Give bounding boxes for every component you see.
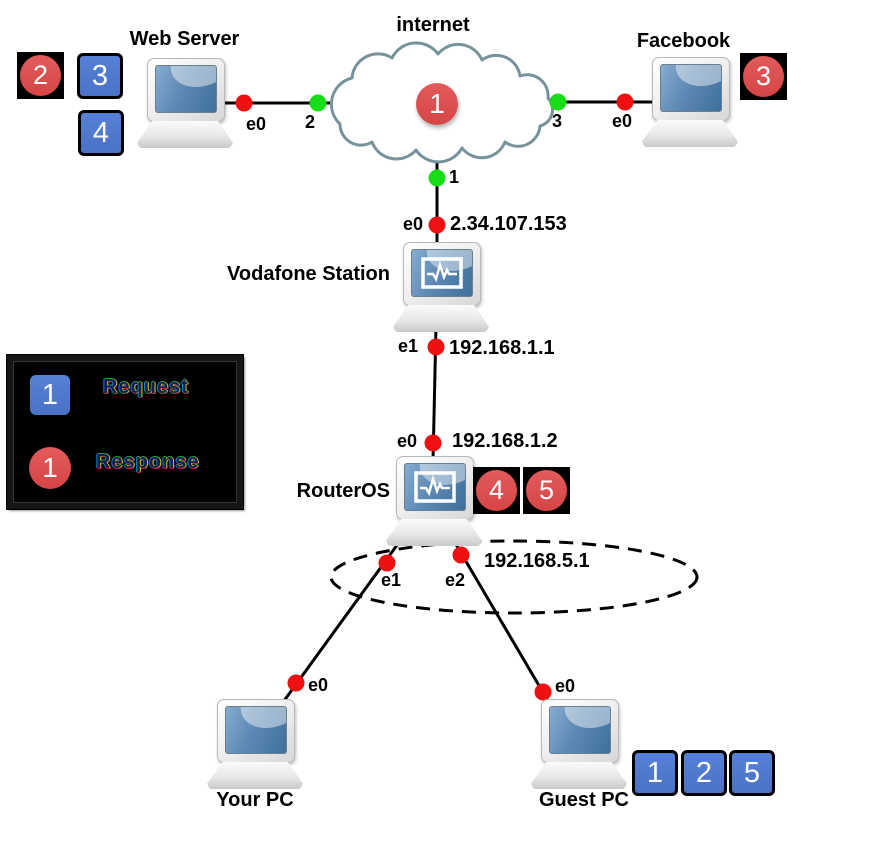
monitor-icon xyxy=(541,699,619,763)
port-dot-internet-2 xyxy=(309,94,327,112)
legend-request-badge: 1 xyxy=(30,375,70,415)
port-label-yourpc-e0: e0 xyxy=(308,675,329,695)
port-dot-yourpc-e0 xyxy=(287,674,305,692)
port-label-internet-2: 2 xyxy=(305,112,316,132)
base xyxy=(531,762,627,789)
screen xyxy=(549,706,611,754)
port-dot-internet-1 xyxy=(428,169,446,187)
screen xyxy=(411,249,473,297)
badge-request-webserver-4: 4 xyxy=(78,110,124,156)
badge-request-webserver-3: 3 xyxy=(77,53,123,99)
device-your-pc[interactable] xyxy=(207,699,303,791)
port-label-vodafone-e1: e1 xyxy=(398,336,419,356)
port-label-internet-1: 1 xyxy=(449,167,460,187)
ip-label-lan-subnet: 192.168.5.1 xyxy=(484,550,590,572)
monitor-icon xyxy=(217,699,295,763)
link-routeros-guestpc xyxy=(452,540,553,707)
label-web-server: Web Server xyxy=(129,28,240,50)
legend-request-label: Request xyxy=(103,376,189,398)
badge-response-facebook-3: 3 xyxy=(740,53,787,100)
port-dot-vodafone-e1 xyxy=(427,338,445,356)
ip-label-routeros-wan: 192.168.1.2 xyxy=(452,430,558,452)
monitor-icon xyxy=(652,57,730,121)
device-facebook[interactable] xyxy=(642,57,738,149)
port-dot-facebook-e0 xyxy=(616,93,634,111)
base xyxy=(386,519,482,546)
screen xyxy=(155,65,217,113)
ip-label-vodafone-lan: 192.168.1.1 xyxy=(449,337,555,359)
device-vodafone-station[interactable] xyxy=(393,242,489,334)
port-dot-vodafone-e0 xyxy=(428,216,446,234)
port-label-routeros-e0: e0 xyxy=(397,431,418,451)
port-dot-routeros-e2 xyxy=(452,546,470,564)
label-your-pc: Your PC xyxy=(216,789,294,811)
monitor-icon xyxy=(147,58,225,122)
base xyxy=(642,120,738,147)
legend-box: 1 1 xyxy=(6,354,244,510)
port-dot-guestpc-e0 xyxy=(534,683,552,701)
badge-response-internet-1: 1 xyxy=(416,83,458,125)
port-label-internet-3: 3 xyxy=(552,111,563,131)
legend-response-label: Response xyxy=(96,451,200,473)
screen xyxy=(404,463,466,511)
waveform-icon xyxy=(421,257,463,289)
badge-request-guestpc-2: 2 xyxy=(681,750,727,796)
port-label-vodafone-e0: e0 xyxy=(403,214,424,234)
badge-response-routeros-4: 4 xyxy=(473,467,520,514)
port-dot-internet-3 xyxy=(549,93,567,111)
label-guest-pc: Guest PC xyxy=(538,789,630,811)
port-dot-webserver-e0 xyxy=(235,94,253,112)
legend-response-badge: 1 xyxy=(29,447,71,489)
monitor-icon xyxy=(396,456,474,520)
screen xyxy=(225,706,287,754)
port-dot-routeros-e0 xyxy=(424,434,442,452)
label-vodafone-station: Vodafone Station xyxy=(227,263,390,285)
port-label-routeros-e2: e2 xyxy=(445,570,466,590)
screen xyxy=(660,64,722,112)
ip-label-vodafone-wan: 2.34.107.153 xyxy=(450,213,567,235)
port-label-routeros-e1: e1 xyxy=(381,570,402,590)
device-guest-pc[interactable] xyxy=(531,699,627,791)
label-facebook: Facebook xyxy=(636,30,731,52)
device-routeros[interactable] xyxy=(386,456,482,548)
port-dot-routeros-e1 xyxy=(378,554,396,572)
label-internet: internet xyxy=(396,14,470,36)
base xyxy=(207,762,303,789)
badge-request-guestpc-5: 5 xyxy=(729,750,775,796)
base xyxy=(137,121,233,148)
device-web-server[interactable] xyxy=(137,58,233,150)
waveform-icon xyxy=(414,471,456,503)
port-label-webserver-e0: e0 xyxy=(246,114,267,134)
port-label-guestpc-e0: e0 xyxy=(555,676,576,696)
badge-response-webserver-2: 2 xyxy=(17,52,64,99)
monitor-icon xyxy=(403,242,481,306)
lan-subnet-ellipse xyxy=(329,539,699,615)
base xyxy=(393,305,489,332)
badge-request-guestpc-1: 1 xyxy=(632,750,678,796)
badge-response-routeros-5: 5 xyxy=(523,467,570,514)
label-routeros: RouterOS xyxy=(296,480,390,502)
port-label-facebook-e0: e0 xyxy=(612,111,633,131)
